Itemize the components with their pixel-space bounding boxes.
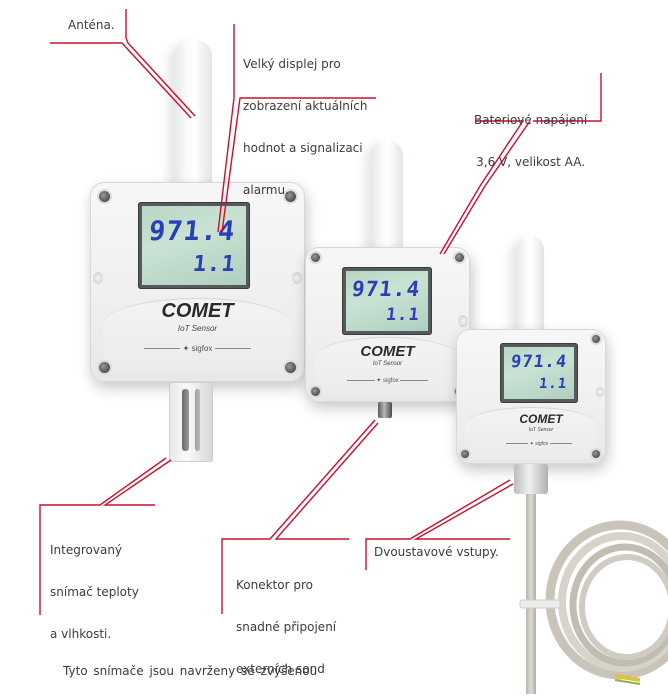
sigfox-badge: ✦ sigfox [456,441,606,447]
brand-name: COMET [161,300,234,322]
brand-name: COMET [519,412,563,426]
iot-sensor-label: IoT Sensor [528,427,554,433]
lcd-sub-reading: 1.1 [537,376,568,392]
integrated-humidity-probe [169,382,213,462]
lower-panel [314,336,461,396]
iot-sensor-label: IoT Sensor [372,361,403,367]
device-housing: 971.4 1.1 COMET IoT Sensor ✦ sigfox [305,247,470,402]
lcd-display: 971.4 1.1 [500,343,578,403]
screw-icon [455,253,464,262]
comet-logo: COMET [456,412,606,426]
side-cap [93,272,103,284]
antenna [371,140,403,255]
lcd-main-reading: 971.4 [147,216,238,247]
sigfox-badge: ✦ sigfox [305,377,470,384]
callout-battery: Bateriové napájení 3,6 V, velikost AA. [474,113,588,169]
screw-icon [99,191,110,202]
device-housing: 971.4 1.1 COMET IoT Sensor ✦ sigfox [90,182,305,382]
sigfox-label: sigfox [383,378,399,384]
lcd-main-reading: 971.4 [509,352,569,372]
comet-logo: COMET [305,343,470,360]
side-cap [458,315,468,327]
callout-antenna: Anténa. [68,18,115,32]
device-small-binary-inputs: 971.4 1.1 COMET IoT Sensor ✦ sigfox [456,236,606,700]
device-medium-connector: 971.4 1.1 COMET IoT Sensor ✦ sigfox [305,140,470,430]
comet-logo: COMET [90,300,305,323]
lower-panel [465,407,597,459]
lcd-main-reading: 971.4 [350,277,422,301]
device-housing: 971.4 1.1 COMET IoT Sensor ✦ sigfox [456,329,606,464]
screw-icon [311,253,320,262]
screw-icon [311,387,320,396]
callout-binary-inputs: Dvoustavové vstupy. [374,545,499,559]
lcd-display: 971.4 1.1 [138,202,250,289]
sigfox-label: sigfox [535,441,549,447]
callout-integrated-sensor: Integrovaný snímač teploty a vlhkosti. [50,543,139,641]
callout-connector: Konektor pro snadné připojení externích … [236,578,337,676]
side-cap [596,387,604,397]
external-probe-connector [378,402,392,418]
lower-panel [102,298,293,374]
screw-icon [99,362,110,373]
screw-icon [461,450,469,458]
lcd-display: 971.4 1.1 [342,267,432,335]
antenna [516,236,544,336]
sigfox-badge: ✦ sigfox [90,344,305,353]
footer-description: Tyto snímače jsou navrženy se zvýšenou o… [63,664,318,678]
cable-gland [514,464,548,494]
screw-icon [592,450,600,458]
lcd-sub-reading: 1.1 [385,305,421,325]
brand-name: COMET [360,343,415,360]
screw-icon [592,335,600,343]
sigfox-label: sigfox [191,344,213,353]
side-cap [292,272,302,284]
antenna [174,40,212,190]
callout-display: Velký displej pro zobrazení aktuálních h… [243,57,368,197]
lcd-sub-reading: 1.1 [191,252,237,277]
cable [526,494,536,694]
iot-sensor-label: IoT Sensor [177,324,218,333]
screw-icon [285,362,296,373]
